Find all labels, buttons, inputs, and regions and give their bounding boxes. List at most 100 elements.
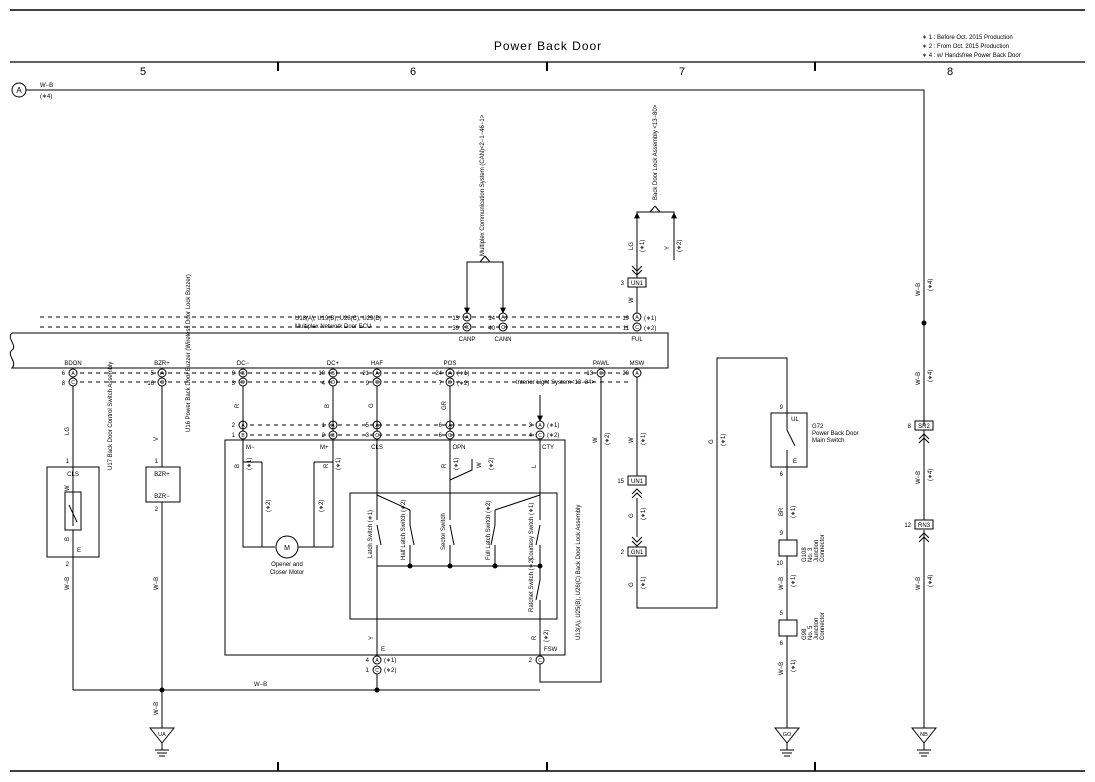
- svg-text:(∗1): (∗1): [641, 577, 647, 589]
- ground-ua: [148, 727, 176, 757]
- svg-text:E: E: [77, 548, 81, 554]
- svg-text:4: 4: [366, 658, 370, 664]
- top-wb-wire: [26, 89, 925, 425]
- svg-text:1: 1: [232, 433, 236, 439]
- column-5: 5: [140, 66, 146, 78]
- svg-text:W: W: [477, 462, 483, 468]
- svg-text:D: D: [448, 380, 452, 386]
- cann-label: CANN: [494, 337, 511, 343]
- svg-text:LG: LG: [629, 242, 635, 250]
- svg-text:E: E: [381, 647, 385, 653]
- svg-text:A: A: [501, 315, 505, 321]
- svg-text:39: 39: [452, 326, 459, 332]
- svg-text:(∗1): (∗1): [384, 658, 396, 664]
- svg-text:16: 16: [147, 381, 154, 387]
- svg-text:W: W: [629, 297, 635, 303]
- svg-text:4: 4: [322, 381, 326, 387]
- svg-text:20: 20: [622, 371, 629, 377]
- ground-go-label: GO: [783, 732, 792, 738]
- motor-circle: [275, 535, 299, 559]
- svg-text:C: C: [635, 325, 639, 331]
- svg-text:W−B: W−B: [154, 702, 160, 715]
- ecu-label-connectors: U18(A), U19(B), U28(C), U29(D): [295, 316, 382, 322]
- svg-text:E: E: [793, 459, 797, 465]
- back-door-lock-ref: Back Door Lock Assembly <13−80>: [653, 104, 659, 200]
- g72-label-id: G72: [812, 424, 824, 430]
- svg-text:Y: Y: [665, 246, 671, 250]
- bzr-label: BZR+: [154, 361, 170, 367]
- svg-text:FSW: FSW: [544, 647, 558, 653]
- svg-text:W−B: W−B: [779, 577, 785, 590]
- svg-text:Main Switch: Main Switch: [812, 438, 844, 444]
- svg-text:A: A: [635, 315, 639, 321]
- note-1: ∗ 1 : Before Oct. 2015 Production: [922, 35, 1013, 41]
- svg-text:A: A: [448, 371, 452, 377]
- svg-text:(∗1): (∗1): [336, 458, 342, 470]
- svg-text:13: 13: [586, 371, 593, 377]
- svg-text:(∗4): (∗4): [928, 575, 934, 587]
- svg-text:(∗1): (∗1): [791, 506, 797, 518]
- canp-label: CANP: [459, 337, 476, 343]
- svg-text:15: 15: [617, 479, 624, 485]
- top-wire-color: W−B: [40, 83, 53, 89]
- svg-text:W−B: W−B: [916, 372, 922, 385]
- svg-text:A: A: [635, 371, 639, 377]
- svg-text:BZR−: BZR−: [154, 494, 170, 500]
- svg-text:(∗1): (∗1): [644, 316, 656, 322]
- svg-text:Half Latch Switch (∗2): Half Latch Switch (∗2): [401, 500, 407, 560]
- svg-text:G: G: [629, 582, 635, 587]
- svg-text:(∗1): (∗1): [247, 458, 253, 470]
- svg-text:(∗2): (∗2): [544, 630, 550, 642]
- svg-text:(∗2): (∗2): [644, 326, 656, 332]
- svg-text:W: W: [629, 437, 635, 443]
- column-8: 8: [947, 66, 953, 78]
- svg-text:1: 1: [155, 459, 159, 465]
- svg-text:W−B: W−B: [916, 283, 922, 296]
- u16-buzzer-box: [145, 466, 181, 503]
- svg-text:A: A: [375, 423, 379, 429]
- svg-text:R: R: [532, 635, 538, 640]
- svg-text:2: 2: [155, 507, 159, 513]
- svg-text:5: 5: [780, 611, 784, 617]
- u13-lock-assembly-box: [224, 439, 566, 656]
- svg-text:A: A: [71, 371, 75, 377]
- ground-go: [773, 727, 801, 757]
- svg-text:C: C: [71, 380, 75, 386]
- svg-text:5: 5: [151, 371, 155, 377]
- top-wire-note: (∗4): [40, 94, 52, 100]
- svg-text:Sector Switch: Sector Switch: [441, 513, 447, 550]
- svg-text:(∗1): (∗1): [721, 434, 727, 446]
- svg-text:(∗1): (∗1): [791, 660, 797, 672]
- svg-text:BZR+: BZR+: [154, 472, 170, 478]
- ground-nb-label: NB: [920, 732, 928, 738]
- svg-text:10: 10: [318, 371, 325, 377]
- svg-text:Junction: Junction: [814, 618, 820, 640]
- svg-text:A: A: [241, 423, 245, 429]
- svg-text:(∗2): (∗2): [319, 500, 325, 512]
- svg-text:R: R: [235, 403, 241, 408]
- svg-text:L: L: [532, 464, 538, 468]
- svg-text:R: R: [324, 463, 330, 468]
- svg-text:A: A: [465, 315, 469, 321]
- page-title: Power Back Door: [494, 39, 602, 53]
- svg-text:10: 10: [776, 561, 783, 567]
- svg-text:6: 6: [439, 423, 443, 429]
- svg-text:LG: LG: [65, 427, 71, 435]
- svg-text:Courtesy Switch (∗1): Courtesy Switch (∗1): [529, 503, 535, 560]
- svg-text:Junction: Junction: [814, 540, 820, 562]
- un1-top-label: UN1: [631, 281, 644, 287]
- svg-text:3: 3: [232, 381, 236, 387]
- svg-text:G: G: [709, 439, 715, 444]
- svg-text:19: 19: [622, 316, 629, 322]
- u13-label: U13(A), U25(B), U26(C) Back Door Lock As…: [576, 505, 582, 640]
- svg-text:2: 2: [322, 433, 326, 439]
- svg-text:(∗1): (∗1): [641, 433, 647, 445]
- svg-text:13: 13: [452, 316, 459, 322]
- svg-text:CLS: CLS: [67, 472, 79, 478]
- g108-label: G108: [802, 547, 808, 562]
- msw-label: MSW: [630, 361, 645, 367]
- svg-text:4: 4: [529, 433, 533, 439]
- u17-label: U17 Back Door Control Switch Assembly: [108, 362, 114, 470]
